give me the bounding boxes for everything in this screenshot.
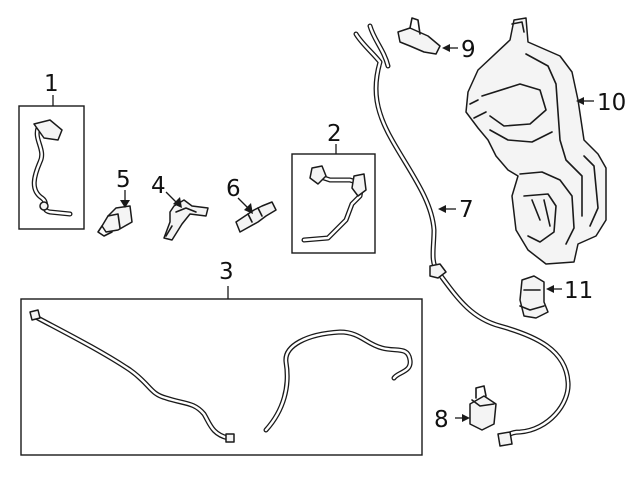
part-6-straight-connector[interactable]	[235, 201, 277, 233]
callout-7: 7	[459, 197, 474, 223]
callout-5: 5	[116, 167, 131, 193]
callout-11: 11	[564, 278, 593, 304]
part-2-hose-assembly[interactable]	[291, 153, 376, 254]
callout-9: 9	[461, 37, 476, 63]
part-5-washer-nozzle[interactable]	[97, 205, 133, 237]
part-8-level-sensor[interactable]	[469, 385, 497, 431]
part-2-box	[291, 153, 376, 254]
part-11-washer-pump[interactable]	[519, 275, 549, 319]
callout-10: 10	[597, 90, 626, 116]
part-4-y-connector[interactable]	[163, 199, 209, 241]
part-3-box	[20, 298, 423, 456]
part-1-hose-assembly[interactable]	[18, 105, 85, 230]
part-7-washer-hose[interactable]	[353, 23, 571, 447]
part-9-check-valve[interactable]	[397, 17, 441, 55]
part-3-washer-hose[interactable]	[20, 298, 423, 456]
part-10-washer-reservoir[interactable]	[465, 17, 607, 265]
callout-6: 6	[226, 176, 241, 202]
callout-2: 2	[327, 121, 342, 147]
callout-1: 1	[44, 71, 59, 97]
callout-8: 8	[434, 407, 449, 433]
callout-3: 3	[219, 259, 234, 285]
callout-4: 4	[151, 173, 166, 199]
